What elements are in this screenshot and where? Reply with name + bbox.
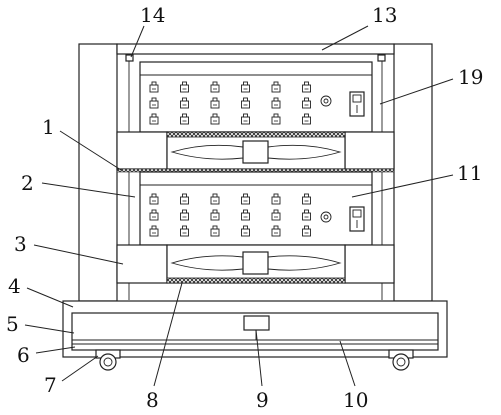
label-3: 3 xyxy=(14,232,27,256)
wheel-right xyxy=(392,353,410,371)
socket-icon xyxy=(302,225,311,237)
top-frame xyxy=(116,43,395,55)
label-10: 10 xyxy=(343,388,368,412)
lower-switch xyxy=(349,206,365,232)
socket-icon xyxy=(180,209,189,221)
speckled-block-right-2 xyxy=(344,244,395,284)
socket-icon xyxy=(149,81,159,93)
socket-icon xyxy=(241,97,250,109)
socket-icon xyxy=(271,193,281,205)
label-7: 7 xyxy=(44,373,57,397)
leader-13 xyxy=(321,25,369,51)
leader-2 xyxy=(41,182,136,198)
wheel-left-hub xyxy=(103,357,113,367)
socket-icon xyxy=(210,97,220,109)
socket-icon xyxy=(302,209,311,221)
socket-icon xyxy=(302,81,311,93)
socket-icon xyxy=(241,225,250,237)
socket-icon xyxy=(210,113,220,125)
socket-icon xyxy=(210,225,220,237)
right-outer-post xyxy=(393,43,433,302)
socket-icon xyxy=(210,193,220,205)
label-14: 14 xyxy=(140,3,165,27)
filter-strip-1 xyxy=(166,131,346,138)
leader-9 xyxy=(255,329,263,387)
socket-icon xyxy=(210,81,220,93)
leader-7 xyxy=(61,355,99,382)
socket-icon xyxy=(180,113,189,125)
lower-unit xyxy=(139,171,373,246)
wheel-right-hub xyxy=(396,357,406,367)
speckled-block-left-1 xyxy=(116,131,168,170)
label-13: 13 xyxy=(372,3,397,27)
socket-icon xyxy=(180,97,189,109)
lower-switch-indicator xyxy=(352,209,362,218)
socket-icon xyxy=(180,225,189,237)
socket-grid-lower xyxy=(149,193,311,237)
upper-unit xyxy=(139,61,373,133)
label-11: 11 xyxy=(457,161,482,185)
leader-5 xyxy=(24,324,75,334)
socket-icon xyxy=(271,225,281,237)
socket-icon xyxy=(241,113,250,125)
socket-icon xyxy=(271,81,281,93)
upper-switch-indicator xyxy=(352,94,362,103)
socket-icon xyxy=(271,113,281,125)
lower-knob xyxy=(320,211,332,223)
label-6: 6 xyxy=(17,343,30,367)
socket-icon xyxy=(302,193,311,205)
top-hook-right xyxy=(377,54,386,62)
filter-strip-2 xyxy=(166,277,346,284)
leader-1 xyxy=(59,130,122,171)
socket-icon xyxy=(241,81,250,93)
socket-icon xyxy=(271,97,281,109)
lower-knob-center xyxy=(323,214,329,220)
label-8: 8 xyxy=(146,388,159,412)
label-1: 1 xyxy=(42,115,55,139)
leader-14 xyxy=(130,25,145,58)
upper-knob-center xyxy=(323,98,329,104)
socket-icon xyxy=(180,193,189,205)
wheel-left xyxy=(99,353,117,371)
leader-19 xyxy=(379,78,454,105)
label-4: 4 xyxy=(8,274,21,298)
socket-icon xyxy=(180,81,189,93)
leader-10 xyxy=(339,340,356,387)
leader-3 xyxy=(33,244,124,265)
leader-8 xyxy=(153,282,183,387)
socket-icon xyxy=(302,97,311,109)
leader-6 xyxy=(35,346,76,354)
base-motor xyxy=(243,315,270,331)
socket-icon xyxy=(149,225,159,237)
socket-icon xyxy=(241,193,250,205)
socket-icon xyxy=(241,209,250,221)
leader-4 xyxy=(26,287,74,308)
fan-hub-2 xyxy=(242,251,269,275)
speckled-block-left-2 xyxy=(116,244,168,284)
socket-icon xyxy=(271,209,281,221)
socket-icon xyxy=(149,97,159,109)
label-5: 5 xyxy=(6,312,19,336)
label-9: 9 xyxy=(256,388,269,412)
speckled-block-right-1 xyxy=(344,131,395,170)
socket-icon xyxy=(149,193,159,205)
socket-icon xyxy=(302,113,311,125)
leader-11 xyxy=(351,174,454,198)
socket-grid-upper xyxy=(149,81,311,125)
fan-hub-1 xyxy=(242,140,269,164)
socket-icon xyxy=(149,209,159,221)
label-19: 19 xyxy=(458,65,483,89)
socket-icon xyxy=(210,209,220,221)
top-hook xyxy=(125,54,134,62)
left-outer-post xyxy=(78,43,118,302)
socket-icon xyxy=(149,113,159,125)
label-2: 2 xyxy=(21,171,34,195)
upper-knob xyxy=(320,95,332,107)
upper-switch xyxy=(349,91,365,117)
